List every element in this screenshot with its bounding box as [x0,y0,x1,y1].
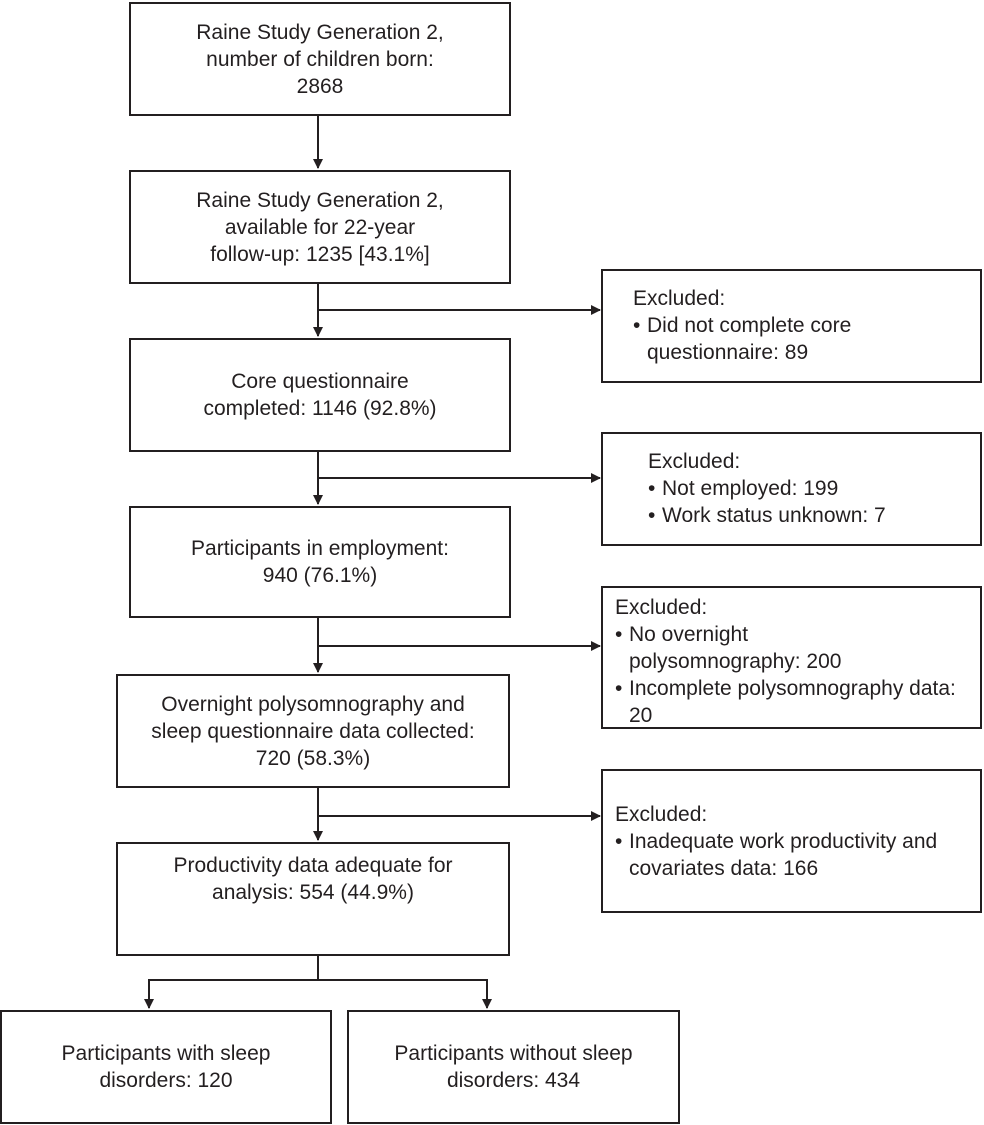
exclusion-heading: Excluded: [615,803,708,826]
exclusion-box-core-questionnaire: Excluded: Did not complete core question… [601,269,982,383]
exclusion-box-productivity: Excluded: Inadequate work productivity a… [601,769,982,913]
node-productivity-data: Productivity data adequate for analysis:… [116,842,510,956]
exclusion-item: Did not complete core questionnaire: 89 [633,312,890,366]
node-text-line: available for 22-year [224,215,416,239]
node-text-line: Participants with sleep [61,1042,271,1065]
exclusion-item: Incomplete polysomnography data: 20 [615,675,960,729]
node-text-line: disorders: 434 [446,1069,581,1092]
exclusion-heading: Excluded: [648,450,741,473]
node-text-line: Core questionnaire [231,370,409,393]
node-text-line: follow-up: 1235 [43.1%] [210,242,430,266]
node-text-line: Raine Study Generation 2, [196,188,444,212]
node-without-sleep-disorders: Participants without sleep disorders: 43… [347,1010,680,1124]
node-text-line: Participants in employment: [191,537,449,560]
exclusion-item: Not employed: 199 [648,475,970,502]
exclusion-list: Not employed: 199 Work status unknown: 7 [648,475,970,529]
exclusion-heading: Excluded: [615,596,708,619]
exclusion-box-polysomnography: Excluded: No overnight polysomnography: … [601,586,982,729]
node-text-line: analysis: 554 (44.9%) [212,881,414,904]
exclusion-box-employment: Excluded: Not employed: 199 Work status … [601,432,982,546]
exclusion-item: Inadequate work productivity and covaria… [615,828,960,882]
node-with-sleep-disorders: Participants with sleep disorders: 120 [0,1010,332,1124]
node-text-line: 940 (76.1%) [262,564,378,587]
exclusion-item: No overnight polysomnography: 200 [615,621,960,675]
exclusion-heading: Excluded: [633,287,726,310]
node-children-born: Raine Study Generation 2, number of chil… [129,2,511,116]
exclusion-item: Work status unknown: 7 [648,502,970,529]
node-text-line: completed: 1146 (92.8%) [203,397,437,420]
node-available-follow-up: Raine Study Generation 2, available for … [129,170,511,284]
exclusion-list: Did not complete core questionnaire: 89 [633,312,890,366]
exclusion-list: Inadequate work productivity and covaria… [615,828,960,882]
exclusion-list: No overnight polysomnography: 200 Incomp… [615,621,960,729]
node-text-line: 2868 [296,74,344,98]
node-core-questionnaire: Core questionnaire completed: 1146 (92.8… [129,338,511,452]
node-text-line: sleep questionnaire data collected: [151,719,475,743]
node-text-line: Productivity data adequate for [173,854,453,877]
node-text-line: Overnight polysomnography and [161,692,465,716]
node-text-line: Raine Study Generation 2, [196,20,444,44]
node-text-line: Participants without sleep [394,1042,633,1065]
node-participants-employed: Participants in employment: 940 (76.1%) [129,506,511,618]
node-polysomnography: Overnight polysomnography and sleep ques… [116,674,510,788]
node-text-line: disorders: 120 [99,1069,233,1092]
node-text-line: number of children born: [206,47,434,71]
node-text-line: 720 (58.3%) [255,746,371,770]
